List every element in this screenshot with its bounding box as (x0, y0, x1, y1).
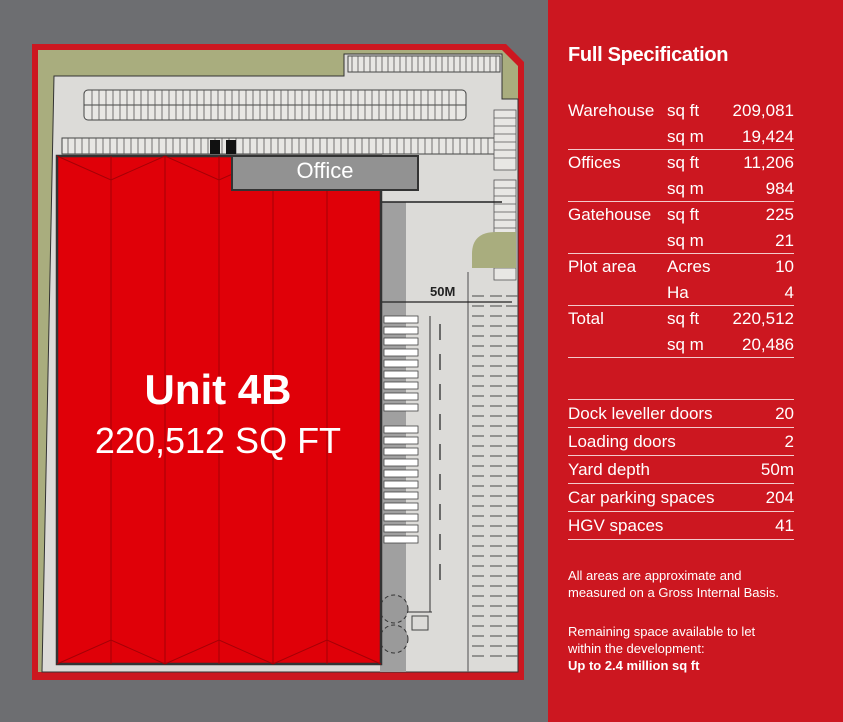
yard-dimension-label: 50M (430, 284, 456, 299)
spec-value: 984 (765, 178, 794, 198)
office-block (231, 155, 419, 191)
spec-row: Total sq ft 220,512 (568, 306, 794, 332)
spec-value: 4 (784, 282, 794, 302)
office-label: Office (296, 158, 354, 183)
hgv-parking (467, 272, 518, 672)
feature-label: Dock leveller doors (568, 403, 713, 423)
area-spec-table: Warehouse sq ft 209,081 sq m 19,424 Offi… (568, 98, 794, 358)
spec-label: Plot area (568, 257, 637, 276)
site-plan-drawing (32, 44, 524, 680)
spec-unit: sq m (667, 126, 704, 146)
car-park-top (61, 55, 501, 155)
feature-value: 20 (775, 403, 794, 423)
spec-row: Ha 4 (568, 280, 794, 306)
feature-value: 41 (775, 515, 794, 535)
feature-value: 204 (765, 487, 794, 507)
spec-label: Warehouse (568, 101, 655, 120)
spec-label: Total (568, 309, 604, 328)
feature-label: Loading doors (568, 431, 676, 451)
spec-unit: sq m (667, 178, 704, 198)
spec-value: 225 (765, 205, 794, 224)
remaining-space-note: Remaining space available to let within … (568, 623, 768, 674)
feature-row: Car parking spaces 204 (568, 484, 794, 512)
feature-row: Loading doors 2 (568, 428, 794, 456)
feature-label: Car parking spaces (568, 487, 715, 507)
spec-label: Gatehouse (568, 205, 652, 224)
unit-area: 220,512 SQ FT (94, 420, 342, 461)
spec-row: sq m 20,486 (568, 332, 794, 358)
feature-row: HGV spaces 41 (568, 512, 794, 540)
spec-row: sq m 21 (568, 228, 794, 254)
car-park-stalls (67, 56, 497, 154)
spec-value: 21 (775, 230, 794, 250)
feature-label: HGV spaces (568, 515, 664, 535)
unit-name: Unit 4B (144, 366, 292, 413)
areas-note: All areas are approximate and measured o… (568, 568, 779, 600)
spec-unit: sq ft (667, 205, 700, 224)
spec-value: 19,424 (742, 126, 794, 146)
site-plan-area: Office Unit 4B 220,512 SQ FT 50M (32, 44, 524, 680)
feature-value: 50m (760, 459, 794, 479)
spec-row: Warehouse sq ft 209,081 (568, 98, 794, 124)
spec-row: Gatehouse sq ft 225 (568, 202, 794, 228)
spec-row: sq m 19,424 (568, 124, 794, 150)
spec-unit: sq m (667, 230, 704, 250)
spec-value: 220,512 (732, 309, 794, 328)
feature-spec-table: Dock leveller doors 20 Loading doors 2 Y… (568, 399, 794, 540)
spec-unit: Ha (667, 282, 689, 302)
feature-row: Yard depth 50m (568, 456, 794, 484)
spec-unit: sq ft (667, 153, 700, 172)
spec-label: Offices (568, 153, 621, 172)
spec-row: sq m 984 (568, 176, 794, 202)
spec-row: Offices sq ft 11,206 (568, 150, 794, 176)
feature-value: 2 (784, 431, 794, 451)
remaining-space-text: Remaining space available to let within … (568, 624, 756, 656)
spec-unit: sq ft (667, 309, 700, 328)
spec-value: 20,486 (742, 334, 794, 354)
spec-unit: sq ft (667, 101, 700, 120)
spec-row: Plot area Acres 10 (568, 254, 794, 280)
feature-row: Dock leveller doors 20 (568, 400, 794, 428)
spec-unit: sq m (667, 334, 704, 354)
spec-value: 11,206 (743, 153, 794, 172)
specification-panel: Full Specification Warehouse sq ft 209,0… (548, 0, 843, 722)
feature-label: Yard depth (568, 459, 650, 479)
dock-levellers (383, 315, 419, 544)
spec-unit: Acres (667, 257, 711, 276)
spec-value: 209,081 (732, 101, 794, 120)
spec-title: Full Specification (568, 44, 729, 66)
spec-value: 10 (775, 257, 794, 276)
remaining-space-highlight: Up to 2.4 million sq ft (568, 658, 700, 673)
